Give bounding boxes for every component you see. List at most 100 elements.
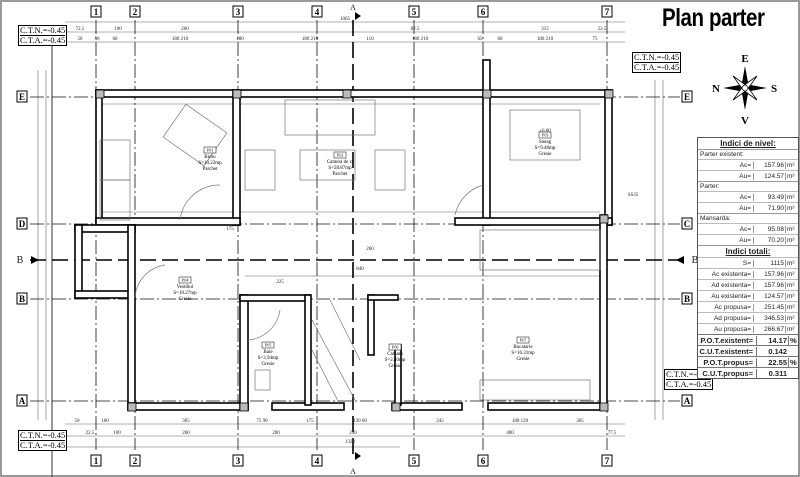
section-label-b: B [692, 255, 699, 266]
index-label: Au= [739, 236, 751, 244]
index-value: 0.311 [756, 368, 788, 378]
room-floor: Parchet [203, 167, 219, 172]
structural-column [127, 402, 137, 412]
index-row: P.O.T.existent=14.17% [698, 334, 798, 345]
dimension-label: 110 [366, 37, 374, 42]
index-label: Ad existenta= [711, 281, 751, 289]
door-swing [134, 264, 166, 299]
structural-column [95, 89, 105, 99]
compass-n: N [712, 83, 720, 95]
section-mansarda: Mansarda: [698, 213, 798, 223]
structural-column [239, 402, 249, 412]
room-name: Vestibul [177, 285, 194, 290]
grid-label: 4 [315, 7, 320, 17]
room-floor: Gresie [538, 152, 552, 157]
stair-lines [311, 299, 361, 406]
dimension-label: 75 [593, 37, 599, 42]
index-label: Ac= [739, 225, 751, 233]
grid-label: B [19, 294, 25, 304]
ctn-label: C.T.N.=-0.45 [20, 430, 66, 441]
section-label-a: A [350, 3, 356, 12]
dimension-label: 245 [436, 419, 444, 424]
dimension-label: 50 [95, 37, 101, 42]
index-value: 124.57 [753, 292, 786, 300]
room-code: P.02 [337, 153, 344, 158]
compass-v: V [741, 115, 749, 127]
dimension-label: 180 210 [537, 37, 554, 42]
room-area: S=2.40mp [385, 358, 406, 363]
index-value: 70.20 [753, 236, 786, 244]
dimension-label: 180 120 [512, 419, 529, 424]
room-area: S=10.22mp [198, 161, 222, 166]
room-code: P.05 [265, 343, 272, 348]
furniture [99, 139, 131, 181]
index-label: Ac= [739, 193, 751, 201]
wall [239, 294, 249, 411]
door-swing [454, 184, 484, 216]
section-arrow-icon [676, 256, 684, 264]
cta-label: C.T.A.=-0.45 [20, 35, 66, 45]
level-note: ±0.00 [539, 129, 551, 134]
index-unit: m² [787, 161, 795, 169]
room-floor: Gresie [261, 362, 275, 367]
door-swing [179, 184, 221, 221]
grid-label: 6 [481, 456, 486, 466]
cta-label: C.T.A.=-0.45 [634, 62, 680, 72]
dimension-label: 175 [226, 227, 234, 232]
index-value: 22.55 [756, 357, 788, 367]
grid-column-bottom-1: 1 [90, 454, 102, 467]
index-unit: % [788, 357, 797, 367]
wall [604, 89, 613, 226]
index-value: 266.67 [753, 325, 786, 333]
grid-label: 5 [412, 456, 417, 466]
level-marks-bottom-left: C.T.N.=-0.45 C.T.A.=-0.45 [18, 430, 68, 451]
room-code: P.03 [542, 133, 549, 138]
index-value: 14.17 [756, 335, 788, 345]
section-label-b: B [17, 255, 24, 266]
dimension-label: 240 [349, 431, 357, 436]
index-label: P.O.T.propus= [703, 357, 753, 367]
room-code: P.04 [182, 278, 189, 283]
grid-row-right-B: B [681, 292, 693, 305]
dimension-label: 72.5 [76, 27, 85, 32]
index-unit: m² [787, 314, 795, 322]
dimension-label: 315 [541, 27, 549, 32]
grid-column-top-6: 6 [477, 5, 489, 18]
grid-column-bottom-6: 6 [477, 454, 489, 467]
index-value: 1115 [753, 259, 786, 267]
ctn-label: C.T.N.=-0.45 [20, 25, 66, 36]
grid-column-bottom-5: 5 [408, 454, 420, 467]
grid-column-bottom-2: 2 [129, 454, 141, 467]
index-label: P.O.T.existent= [700, 335, 753, 345]
grid-row-left-E: E [16, 90, 28, 103]
dimension-label: 260 [182, 431, 190, 436]
compass-s: S [771, 83, 777, 95]
dimension-label: 260 [181, 27, 189, 32]
grid-label: 3 [236, 7, 241, 17]
furniture [244, 149, 276, 191]
wall [487, 402, 606, 411]
grid-label: E [684, 92, 690, 102]
dimension-total-bottom: 1320 [345, 440, 356, 445]
room-floor: Gresie [516, 357, 530, 362]
index-value: 157.96 [753, 161, 786, 169]
dimension-label: 100 [114, 27, 122, 32]
grid-column-top-7: 7 [601, 5, 613, 18]
room-name: Camara [387, 352, 403, 357]
index-unit: m² [787, 193, 795, 201]
grid-label: A [19, 396, 26, 406]
structural-column [482, 89, 492, 99]
cta-label: C.T.A.=-0.45 [20, 440, 66, 450]
grid-column-top-3: 3 [232, 5, 244, 18]
furniture [509, 109, 581, 161]
grid-label: 1 [94, 7, 99, 17]
